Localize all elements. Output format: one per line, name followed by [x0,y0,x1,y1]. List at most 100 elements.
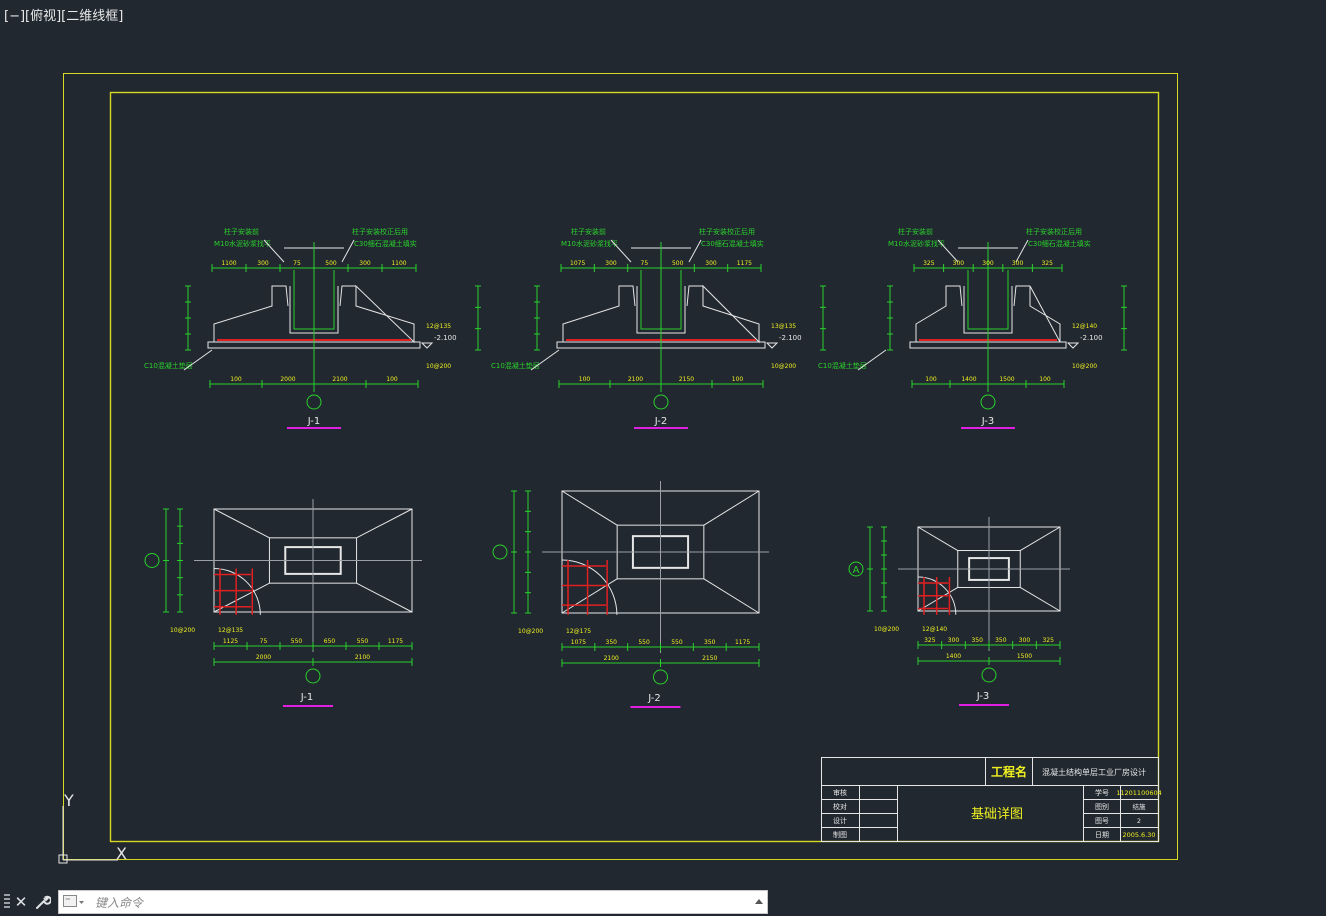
dim-bottom-text: 100 [386,376,398,383]
dim-top-text: 500 [325,260,337,267]
note-top-left-2: M10水泥砂浆找平 [888,239,945,248]
title-right-row-label: 日期 [1095,831,1109,839]
elevation-label: -2.100 [779,334,802,342]
command-input[interactable] [93,892,737,914]
dim-row-a-text: 350 [971,637,983,644]
note-top-left-1: 柱子安装前 [898,227,933,236]
title-left-row-label: 制图 [833,830,847,839]
dim-bottom-text: 1400 [961,376,976,383]
drawing-canvas[interactable]: Y X 柱子安装前M10水泥砂浆找平柱子安装校正后用C30细石混凝土填实C10混… [0,0,1326,888]
command-history-arrow-icon[interactable] [755,899,763,904]
axis-bubble [492,544,508,560]
dim-top-text: 75 [293,260,301,267]
dim-bottom-text: 100 [732,376,744,383]
dim-top-text: 1100 [391,260,406,267]
command-prompt-icon[interactable] [63,895,85,910]
ucs-icon [58,806,118,864]
dim-row-b-text: 2100 [355,654,370,661]
title-project-name: 混凝土结构单层工业厂房设计 [1042,767,1146,777]
dim-row-b-text: 1500 [1017,653,1032,660]
dim-row-b-text: 2100 [604,655,619,662]
leader-cushion [530,349,560,371]
dim-row-a-text: 650 [324,638,336,645]
note-top-right-2: C30细石混凝土填实 [1028,239,1091,248]
rebar-detail [561,559,618,615]
axis-bubble [144,553,160,568]
note-top-right-2: C30细石混凝土填实 [354,239,417,248]
title-right-row-label: 图别 [1095,802,1109,811]
drag-grip-icon[interactable] [4,894,10,910]
note-top-right-2: C30细石混凝土填实 [701,239,764,248]
note-top-right-1: 柱子安装校正后用 [352,227,408,236]
dim-row-a-text: 350 [606,639,618,646]
footing-outline [915,285,1061,343]
dim-row-a-text: 300 [948,637,960,644]
dim-top-text: 1100 [221,260,236,267]
elevation-symbol [420,342,434,349]
title-right-row-value: 2 [1137,817,1141,825]
command-bar: ✕ [0,888,770,916]
axis-bubble [848,561,864,577]
dim-top-text: 300 [705,260,717,267]
axis-bubble [653,394,669,410]
dim-row-b-text: 2000 [256,654,271,661]
dim-top-text: 325 [1041,260,1053,267]
dim-top-text: 300 [1012,260,1024,267]
title-left-row-label: 设计 [833,816,847,825]
slope-edge [213,508,270,539]
rebar-label-2: 10@200 [1072,363,1097,370]
dim-top-text: 75 [641,260,649,267]
plan-label: J-2 [647,693,661,704]
axis-bubble-bottom [305,668,321,684]
dim-bottom-text: 100 [230,376,242,383]
note-top-left-1: 柱子安装前 [224,227,259,236]
dim-top-text: 300 [953,260,965,267]
wrench-icon[interactable] [34,892,52,912]
elevation-symbol [765,342,779,349]
section-label: J-3 [981,416,995,427]
leader-right [688,239,702,263]
rebar-arc [213,568,261,615]
slope-edge [1019,587,1061,612]
ucs-x-label: X [116,844,127,863]
leader-left [610,239,632,263]
dim-top-text: 500 [672,260,684,267]
elevation-label: -2.100 [434,334,457,342]
leader-left [263,239,285,263]
rebar-label-2: 12@175 [566,628,591,635]
dim-row-a-text: 300 [1019,637,1031,644]
dim-bottom-text: 100 [1039,376,1051,383]
rebar-label-1: 12@135 [426,323,451,330]
footing-outline [562,284,760,344]
axis-bubble [306,394,322,410]
slope-edge [561,578,618,614]
elevation-label: -2.100 [1080,334,1103,342]
rebar-label-2: 10@200 [771,363,796,370]
axis-bubble-bottom [981,667,997,683]
title-right-row-value: 11201100604 [1116,789,1162,797]
close-icon[interactable]: ✕ [14,893,28,911]
slope-edge [703,490,760,526]
slope-edge [213,582,270,613]
axis-bubble [980,394,996,410]
slope-edge [1019,526,1061,551]
dim-bottom-text: 2150 [679,376,694,383]
title-block [821,757,1159,842]
slope-edge [917,526,959,551]
section-J-2: 柱子安装前M10水泥砂浆找平柱子安装校正后用C30细石混凝土填实C10混凝土垫层… [491,227,826,429]
dim-row-a-text: 550 [671,639,683,646]
note-cushion: C10混凝土垫层 [491,361,540,370]
dim-row-a-text: 75 [260,638,268,645]
rebar-detail [213,568,261,615]
title-right-row-label: 学号 [1095,788,1109,797]
note-cushion: C10混凝土垫层 [144,361,193,370]
dim-row-a-text: 350 [704,639,716,646]
viewport-controls-label[interactable]: [−][俯视][二维线框] [4,9,124,24]
title-project-label: 工程名 [991,764,1027,779]
slope-edge [703,578,760,614]
section-J-3: 柱子安装前M10水泥砂浆找平柱子安装校正后用C30细石混凝土填实C10混凝土垫层… [818,227,1127,429]
rebar-label-1: 10@200 [518,628,543,635]
